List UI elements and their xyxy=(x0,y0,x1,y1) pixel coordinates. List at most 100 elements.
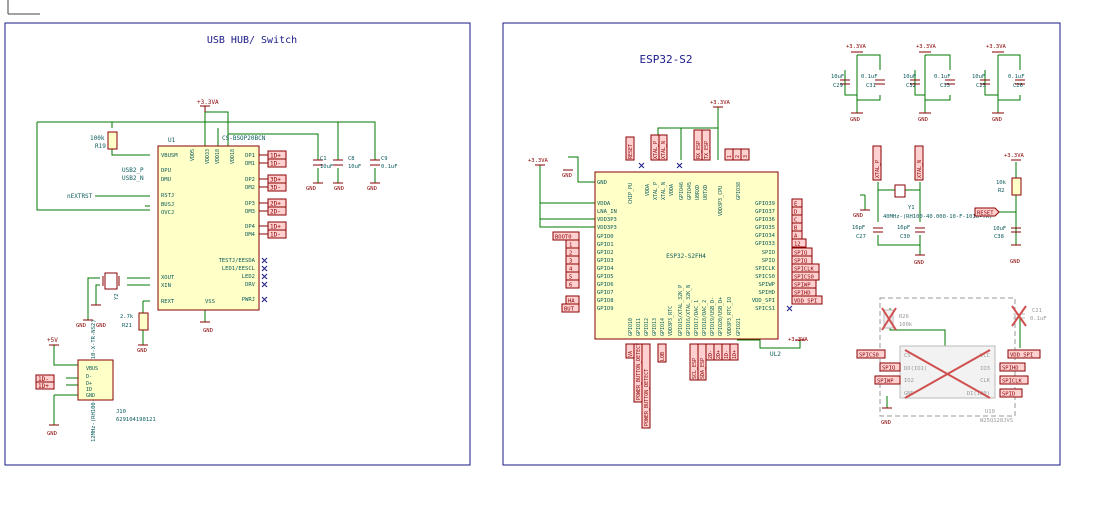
dec-c26-ref: C26 xyxy=(1013,83,1023,89)
usb-hub-sheet-title: USB HUB/ Switch xyxy=(207,35,297,46)
esp-label-xtal-p: XTAL_P xyxy=(653,141,659,159)
esp-power-top: +3.3VA xyxy=(710,100,731,106)
c38-ref: C38 xyxy=(994,234,1004,240)
c38-gnd: GND xyxy=(1010,259,1020,265)
hub-ic-value: CS-BSOP20BCN xyxy=(222,135,266,142)
hub-pin-vdd18b: VDD18 xyxy=(230,149,236,164)
hub-cap-c1: C1 10uF xyxy=(313,156,333,170)
esp-pin-gpio45: GPIO45 xyxy=(687,182,693,200)
esp32-right-pins: GPIO39 GPIO37 GPIO36 GPIO35 GPIO34 GPIO3… xyxy=(752,201,776,312)
esp-pin-gpio4: GPIO4 xyxy=(597,266,614,272)
hub-cap-c8: C8 10uF xyxy=(333,156,361,170)
esp-pin-gpio13: GPIO13 xyxy=(652,318,658,336)
flash-pin-clk: CLK xyxy=(980,378,991,384)
esp-spics1-no-connect xyxy=(786,305,793,312)
hub-port-label-3dp: 3D+ xyxy=(270,177,281,184)
gnd-label-c8: GND xyxy=(334,186,344,192)
esp-pin-vdd3p3-b: VDD3P3 xyxy=(597,225,617,231)
esp-pin-gpio38: GPIO38 xyxy=(736,182,742,200)
esp-pin-vdd3p3-cpu: VDD3P3_CPU xyxy=(718,186,724,216)
hub-pin-busj: BUSJ xyxy=(161,202,174,208)
dec-c33-ref: C33 xyxy=(940,83,950,89)
hub-pin-ovcj: OVCJ xyxy=(161,210,174,216)
esp-power-symbols: +3.3VA +3.3VA +3.3VA GND xyxy=(528,100,809,343)
esp-pin-spihd: SPIHD xyxy=(758,290,775,296)
esp-pin-spio: SPIO xyxy=(762,250,775,256)
c38-value: 10uF xyxy=(993,226,1006,232)
hub-pin-xout: XOUT xyxy=(161,275,175,281)
esp-pin-spics1: SPICS1 xyxy=(755,306,775,312)
hub-pin-xin: XIN xyxy=(161,283,171,289)
hub-pin-dpu: DPU xyxy=(161,168,171,174)
esp-label-12: 12 xyxy=(794,242,801,248)
flash-pin-gnd: GND xyxy=(904,391,914,397)
hub-port-labels: 1D+ 1D- 3D+ 3D- 2D+ 2D- 1D+ 1D- xyxy=(267,150,287,239)
c21-value: 0.1uF xyxy=(1030,316,1047,322)
esp-pin-xtal-p: XTAL_P xyxy=(653,182,659,200)
esp32-ic-value: ESP32-S2FH4 xyxy=(666,253,706,260)
hub-pin-dmu: DMU xyxy=(161,177,171,183)
esp-label-rx-esp: RX_ESP xyxy=(696,141,702,159)
hub-cap-c1-value: 10uF xyxy=(320,164,333,170)
esp-pin-gpio46: GPIO46 xyxy=(679,182,685,200)
j10-pin-dm: D- xyxy=(86,374,92,380)
esp-pin-gpio15: GPIO15/XTAL_32K_P xyxy=(678,285,684,336)
c30-ref: C30 xyxy=(900,234,910,240)
hub-pin-vdd5: VDD5 xyxy=(190,149,196,161)
dec-c32-value: 10uF xyxy=(903,74,916,80)
esp-label-a: A xyxy=(794,234,798,240)
esp-label-va: VA xyxy=(628,351,634,357)
hub-power-label: +3.3VA xyxy=(197,99,219,106)
hub-net-usb2-n: USB2_N xyxy=(122,175,144,182)
hub-pin-vdd33: VDD33 xyxy=(205,149,211,164)
esp-top-labels: RESET XTAL_P XTAL_N RX_ESP TX_ESP 1 2 3 xyxy=(625,129,750,161)
flash-pin-cs: CS xyxy=(904,353,911,359)
esp-pin-gpio0: GPIO0 xyxy=(597,234,614,240)
hub-pin-vdd18a: VDD18 xyxy=(215,149,221,164)
esp-pin-vdda-top: VDDA xyxy=(645,184,651,196)
esp-pin-gpio7: GPIO7 xyxy=(597,290,614,296)
dec-c29-value: 10uF xyxy=(831,74,844,80)
esp-label-sda: SDA_ESP xyxy=(700,358,706,379)
esp-pin-gpio11: GPIO11 xyxy=(636,318,642,336)
esp-left-labels: BOOT0 1 2 3 4 5 6 HA BUT xyxy=(552,231,580,313)
esp-label-b: B xyxy=(794,226,798,232)
esp-pin-gpio6: GPIO6 xyxy=(597,282,614,288)
flash-label-vdd-spi: VDD_SPI xyxy=(1010,353,1033,359)
esp-pin-gpio34: GPIO34 xyxy=(755,233,776,239)
y1-value: 40MHz-(RH100-40.000-10-F-1010-TR) xyxy=(883,214,992,220)
esp-pin-chip-pu: CHIP_PU xyxy=(628,183,634,204)
hub-port-label-2dp: 2D+ xyxy=(270,201,281,208)
gnd-label-c9: GND xyxy=(367,186,377,192)
c30-gnd: GND xyxy=(914,260,924,266)
esp-power-left: +3.3VA xyxy=(528,158,549,164)
c27-value: 16pF xyxy=(852,225,865,231)
hub-pin-led1: LED1/EESCL xyxy=(222,266,256,272)
hub-right-pins: DP1 DM1 DP2 DM2 DP3 DM3 DP4 DM4 TESTJ/EE… xyxy=(219,153,256,303)
esp-gnd-top: GND xyxy=(562,173,572,179)
esp-label-pwr-b: POWER_BUTTON_DETECT xyxy=(644,369,650,426)
flash-label-spics0: SPICS0 xyxy=(859,353,879,359)
r19-value: 100k xyxy=(90,135,105,142)
esp-pin-gnd: GND xyxy=(597,180,607,186)
dec-power-2: +3.3VA xyxy=(916,44,937,50)
esp-pin-gpio20: GPIO20/USB_D+ xyxy=(718,297,724,336)
hub-pin-dm1: DM1 xyxy=(245,161,255,167)
hub-left-pins: VBUSM DPU DMU RSTJ BUSJ OVCJ XOUT XIN RE… xyxy=(161,153,178,305)
esp32-bottom-pins: GPIO10 GPIO11 GPIO12 GPIO13 GPIO14 VDD3P… xyxy=(628,285,742,336)
gnd-label-y2a: GND xyxy=(76,323,86,329)
reset-power: +3.3VA xyxy=(1004,153,1025,159)
esp-pin-u0txd: U0TXD xyxy=(703,185,709,200)
hub-power-symbol: +3.3VA xyxy=(197,99,219,112)
dec-c31-value: 0.1uF xyxy=(861,74,878,80)
hub-port-label-2dm: 2D- xyxy=(270,209,281,216)
hub-net-nextrst: nEXTRST xyxy=(67,193,93,200)
esp-pin-gpio2: GPIO2 xyxy=(597,250,614,256)
dec-gnd-3: GND xyxy=(992,117,1002,123)
esp-pin-gpio3: GPIO3 xyxy=(597,258,614,264)
esp-pin-gpio35: GPIO35 xyxy=(755,225,775,231)
r21-resistor xyxy=(138,312,149,331)
esp-pin-gpio10: GPIO10 xyxy=(628,318,634,336)
esp-pin-gpio8: GPIO8 xyxy=(597,298,614,304)
